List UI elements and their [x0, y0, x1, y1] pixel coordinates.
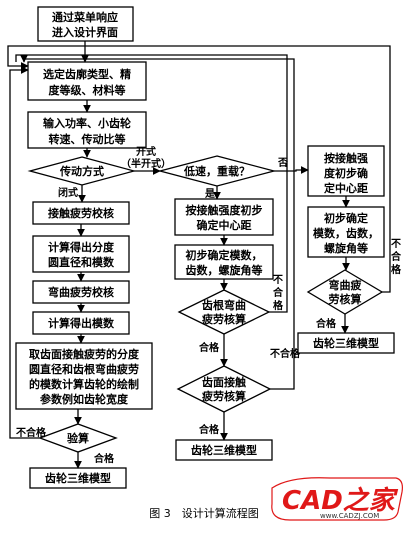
node-center-dist-a: 按接触强度初步 确定中心距	[174, 198, 274, 236]
fail-text: 不合格	[270, 347, 301, 360]
node-input-line1: 输入功率、小齿轮	[43, 116, 131, 130]
node-start: 通过菜单响应 进入设计界面	[37, 6, 134, 42]
node-calc-module: 计算得出模数	[32, 311, 130, 335]
node-contact-check: 接触疲劳校核	[32, 201, 130, 225]
node-prelim-a-line1: 初步确定模数，	[186, 248, 263, 262]
node-prelim-b-line2: 模数，齿数，	[313, 226, 379, 240]
edge-label-fail-left: 不合格	[16, 426, 47, 439]
node-prelim-b: 初步确定 模数，齿数， 螺旋角等	[307, 206, 385, 258]
cadzj-logo: CAD之家 www.CADZJ.COM	[271, 477, 403, 521]
node-model-left-label: 齿轮三维模型	[45, 471, 111, 485]
node-model-mid-label: 齿轮三维模型	[191, 443, 257, 457]
node-calc-pitch-line2: 圆直径和模数	[48, 255, 115, 269]
node-select: 选定齿廓类型、精 度等级、材料等	[27, 61, 147, 101]
node-bend-mid-line1: 齿根弯曲	[202, 298, 246, 312]
edge-label-no: 否	[277, 157, 288, 169]
node-take-params-line2: 圆直径和齿根弯曲疲劳	[29, 362, 139, 376]
node-center-dist-a-line2: 确定中心距	[197, 218, 252, 232]
node-drive-mode-label: 传动方式	[59, 164, 104, 178]
node-start-line2: 进入设计界面	[52, 25, 118, 39]
edge-label-fail-right: 不 合 格	[390, 238, 402, 276]
node-contact-mid-line1: 齿面接触	[202, 375, 246, 389]
node-center-dist-b-line3: 定中心距	[324, 181, 368, 195]
node-contact-mid-line2: 疲劳核算	[202, 389, 246, 403]
node-bend-right-line1: 弯曲疲	[329, 278, 362, 292]
logo-url: www.CADZJ.COM	[320, 512, 379, 520]
fail-char: 格	[391, 263, 402, 276]
node-bend-mid-line2: 疲劳核算	[202, 312, 246, 326]
node-contact-check-label: 接触疲劳校核	[48, 206, 114, 220]
node-bend-right: 弯曲疲 劳核算	[306, 269, 384, 315]
node-take-params-line1: 取齿面接触疲劳的分度	[29, 347, 140, 361]
node-contact-mid: 齿面接触 疲劳核算	[176, 365, 272, 413]
node-verify: 验算	[38, 423, 118, 453]
fail-char: 格	[273, 299, 284, 312]
node-bend-check-label: 弯曲疲劳校核	[48, 285, 114, 299]
edge-label-yes: 是	[204, 188, 215, 200]
node-prelim-a-line2: 齿数，螺旋角等	[186, 263, 263, 277]
logo-wordmark: CAD之家	[282, 486, 399, 516]
node-bend-right-line2: 劳核算	[329, 292, 362, 306]
fail-char: 不	[273, 274, 283, 286]
node-model-right-label: 齿轮三维模型	[313, 336, 379, 350]
node-model-left: 齿轮三维模型	[29, 467, 127, 489]
node-low-speed-label: 低速，重载？	[183, 164, 250, 178]
node-take-params-line3: 的模数计算齿轮的绘制	[29, 377, 139, 391]
edge	[274, 166, 309, 174]
node-verify-label: 验算	[67, 431, 89, 445]
edge	[20, 54, 295, 390]
edge-label-open: 开式	[136, 145, 156, 158]
node-prelim-b-line1: 初步确定	[324, 211, 368, 225]
node-model-mid: 齿轮三维模型	[175, 439, 273, 461]
node-center-dist-b-line1: 按接触强	[324, 151, 368, 165]
edge-label-fail-mid-2: 不合格	[270, 347, 301, 360]
node-bend-check: 弯曲疲劳校核	[32, 280, 130, 304]
fail-char: 不	[391, 238, 401, 250]
node-center-dist-a-line1: 按接触强度初步	[186, 203, 263, 217]
node-calc-pitch-line1: 计算得出分度	[48, 240, 115, 254]
node-center-dist-b: 按接触强 度初步确 定中心距	[307, 145, 385, 197]
edge-label-fail-mid-1: 不 合 格	[272, 274, 284, 312]
node-start-line1: 通过菜单响应	[52, 10, 118, 24]
node-input-line2: 转速、传动比等	[49, 132, 126, 146]
node-prelim-a: 初步确定模数， 齿数，螺旋角等	[174, 244, 274, 280]
node-calc-module-label: 计算得出模数	[48, 316, 115, 330]
node-take-params: 取齿面接触疲劳的分度 圆直径和齿根弯曲疲劳 的模数计算齿轮的绘制 参数例如齿轮宽…	[15, 342, 153, 410]
fail-char: 合	[272, 286, 284, 299]
edge-label-pass-left: 合格	[93, 452, 115, 465]
edge-label-pass-right: 合格	[315, 317, 337, 330]
edge-label-open-half: （半开式）	[121, 157, 171, 170]
connectors	[7, 41, 391, 469]
edge-label-pass-mid-2: 合格	[198, 423, 220, 436]
edge	[7, 45, 391, 293]
node-drive-mode: 传动方式	[27, 156, 137, 186]
node-take-params-line4: 参数例如齿轮宽度	[40, 392, 129, 406]
node-select-line2: 度等级、材料等	[49, 83, 126, 97]
figure-caption: 图 3 设计计算流程图	[149, 506, 259, 520]
fail-char: 合	[390, 250, 402, 263]
node-prelim-b-line3: 螺旋角等	[324, 241, 368, 255]
node-select-line1: 选定齿廓类型、精	[43, 67, 131, 81]
node-model-right: 齿轮三维模型	[297, 332, 395, 354]
edge	[9, 66, 40, 439]
edge-label-pass-mid-1: 合格	[198, 341, 220, 354]
node-input: 输入功率、小齿轮 转速、传动比等	[27, 111, 147, 149]
node-center-dist-b-line2: 度初步确	[324, 166, 368, 180]
edge	[15, 54, 288, 313]
node-low-speed: 低速，重载？	[157, 155, 277, 187]
edge-label-closed: 闭式	[58, 186, 78, 199]
node-calc-pitch: 计算得出分度 圆直径和模数	[32, 235, 130, 273]
node-bend-mid: 齿根弯曲 疲劳核算	[177, 289, 271, 335]
